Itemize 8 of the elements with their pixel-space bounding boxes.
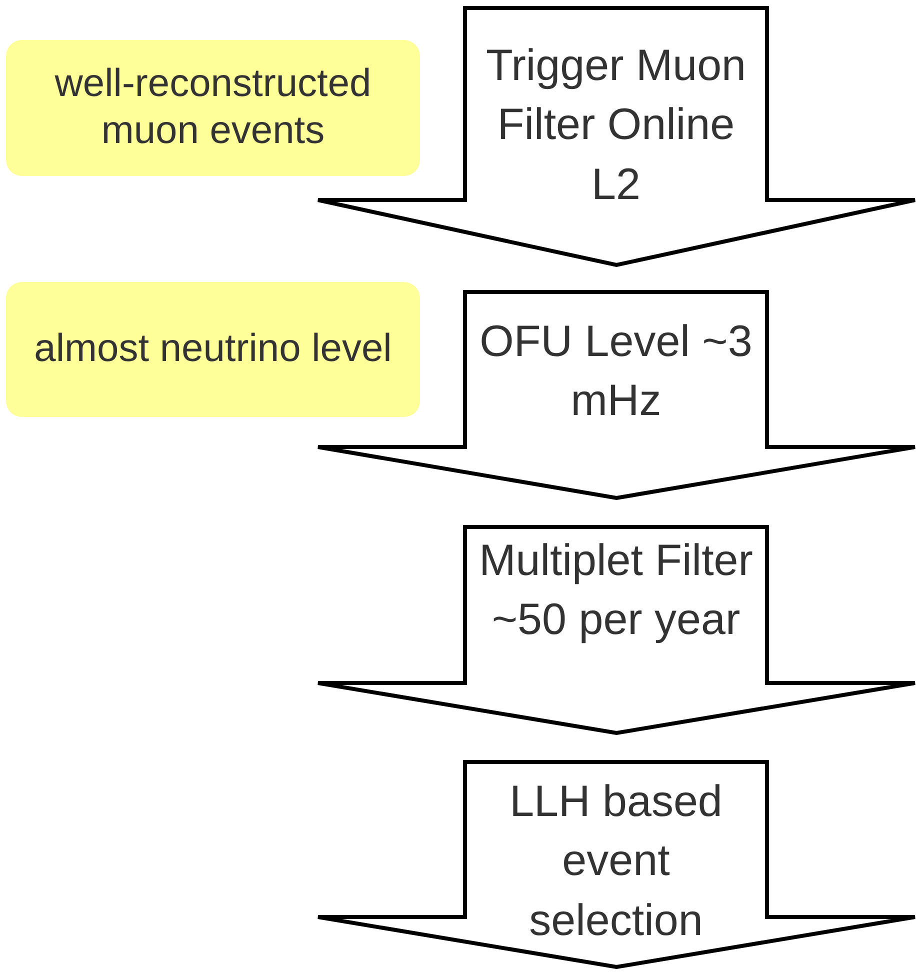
step-label: LLH based event selection (508, 776, 724, 947)
down-arrow-shape (318, 762, 915, 967)
note-box: well-reconstructed muon events (6, 40, 420, 176)
step-label: Multiplet Filter ~50 per year (478, 535, 754, 646)
note-box: almost neutrino level (6, 282, 420, 417)
step-label: OFU Level ~3 mHz (478, 316, 754, 428)
down-arrow-shape (318, 527, 915, 733)
step-label: Trigger Muon Filter Online L2 (484, 40, 748, 211)
